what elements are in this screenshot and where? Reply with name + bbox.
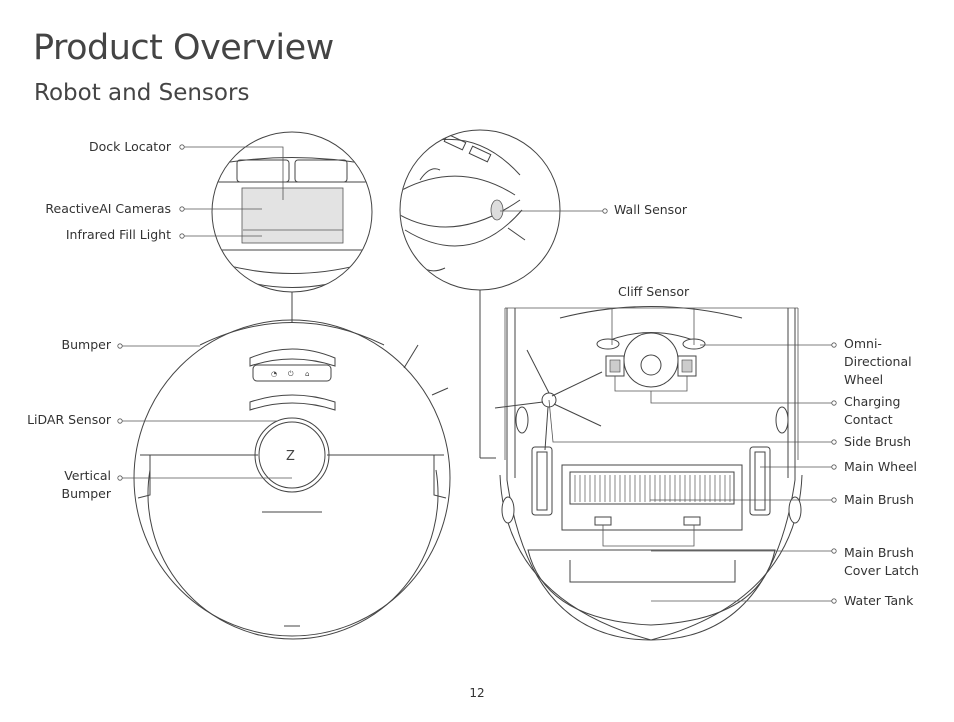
label-infrared-fill-light: Infrared Fill Light bbox=[65, 227, 171, 242]
page-title: Product Overview bbox=[33, 28, 334, 68]
label-vertical-bumper: Vertical Bumper bbox=[61, 468, 111, 501]
label-lidar-sensor: LiDAR Sensor bbox=[27, 412, 111, 427]
svg-text:◔: ◔ bbox=[271, 370, 277, 378]
page-number: 12 bbox=[469, 686, 485, 700]
label-reactiveai-cameras: ReactiveAI Cameras bbox=[45, 201, 171, 216]
label-main-brush: Main Brush bbox=[844, 492, 914, 507]
svg-text:⏻: ⏻ bbox=[288, 370, 294, 378]
label-main-wheel: Main Wheel bbox=[844, 459, 917, 474]
camera-zoom-view bbox=[211, 131, 373, 322]
robot-top-view: ◔ ⏻ ⌂ Z bbox=[133, 319, 451, 640]
page-subtitle: Robot and Sensors bbox=[34, 80, 250, 106]
label-omni-directional-wheel: Omni-Directional Wheel bbox=[844, 336, 912, 387]
svg-text:Z: Z bbox=[286, 449, 295, 464]
svg-text:⌂: ⌂ bbox=[305, 370, 309, 378]
label-wall-sensor: Wall Sensor bbox=[614, 202, 687, 217]
label-water-tank: Water Tank bbox=[844, 593, 914, 608]
label-bumper: Bumper bbox=[61, 337, 111, 352]
label-main-brush-cover-latch: Main Brush Cover Latch bbox=[844, 545, 919, 578]
wall-sensor-zoom-view bbox=[399, 129, 561, 459]
label-cliff-sensor: Cliff Sensor bbox=[618, 284, 690, 299]
leader-lines bbox=[117, 144, 837, 604]
label-side-brush: Side Brush bbox=[844, 434, 912, 449]
label-charging-contact: Charging Contact bbox=[844, 394, 901, 427]
robot-bottom-view bbox=[494, 306, 803, 641]
label-dock-locator: Dock Locator bbox=[89, 139, 171, 154]
